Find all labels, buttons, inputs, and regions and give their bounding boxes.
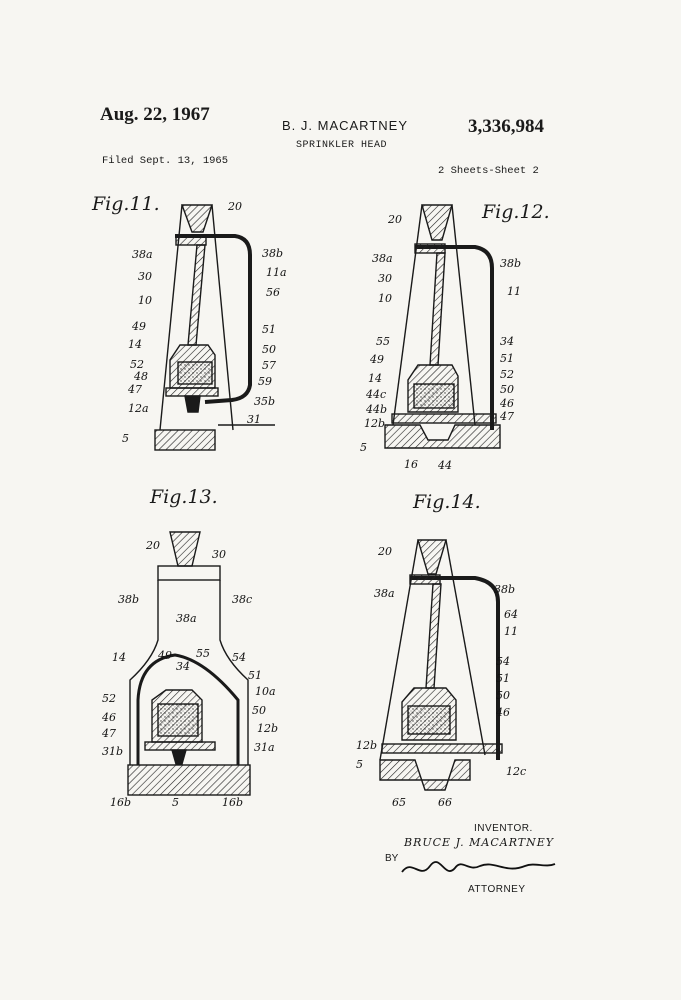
fig11-ref: 52 (130, 358, 144, 371)
inventor-heading: INVENTOR. (474, 823, 533, 834)
fig13-ref: 50 (252, 704, 266, 717)
fig11-ref: 38b (262, 247, 284, 260)
fig11-ref: 12a (128, 402, 149, 415)
fig14-ref: 51 (496, 672, 510, 685)
filed-date: Filed Sept. 13, 1965 (102, 155, 229, 167)
fig13-ref: 16b (222, 796, 244, 809)
fig11-ref: 5 (122, 432, 129, 445)
fig14-ref: 65 (392, 796, 406, 809)
fig13-ref: 31a (254, 741, 275, 754)
fig14-ref: 46 (496, 706, 510, 719)
fig12-ref: 46 (500, 397, 514, 410)
fig13-ref: 10a (255, 685, 276, 698)
fig11-ref: 30 (138, 270, 152, 283)
fig14-ref: 64 (504, 608, 518, 621)
fig12-ref: 44b (366, 403, 388, 416)
fig13-ref: 38c (232, 593, 253, 606)
fig12-ref: 11 (507, 285, 521, 298)
fig14-label: Fig.14. (413, 491, 481, 513)
fig12-ref: 12b (364, 417, 386, 430)
patent-number: 3,336,984 (468, 116, 544, 137)
fig14-ref: 50 (496, 689, 510, 702)
fig13-ref: 38a (176, 612, 197, 625)
fig11-ref: 56 (266, 286, 280, 299)
fig14-drawing (379, 539, 503, 791)
fig12-ref: 14 (368, 372, 382, 385)
fig13-ref: 16b (110, 796, 132, 809)
fig13-drawing (127, 531, 251, 796)
fig12-ref: 38a (372, 252, 393, 265)
fig11-ref: 47 (128, 383, 142, 396)
fig13-ref: 55 (196, 647, 210, 660)
fig14-ref: 38a (374, 587, 395, 600)
fig13-ref: 49 (158, 649, 172, 662)
fig13-ref: 14 (112, 651, 126, 664)
fig11-ref: 10 (138, 294, 152, 307)
fig11-ref: 49 (132, 320, 146, 333)
fig14-ref: 38b (494, 583, 516, 596)
fig11-ref: 50 (262, 343, 276, 356)
fig14-ref: 12c (506, 765, 527, 778)
fig14-ref: 20 (378, 545, 392, 558)
fig11-ref: 14 (128, 338, 142, 351)
fig13-ref: 31b (102, 745, 124, 758)
fig13-ref: 34 (176, 660, 190, 673)
fig12-ref: 55 (376, 335, 390, 348)
fig13-ref: 46 (102, 711, 116, 724)
fig14-ref: 66 (438, 796, 452, 809)
fig12-ref: 16 (404, 458, 418, 471)
fig13-ref: 30 (212, 548, 226, 561)
fig12-ref: 49 (370, 353, 384, 366)
signature-stroke (401, 861, 556, 873)
attorney-label: ATTORNEY (468, 884, 526, 895)
fig12-ref: 47 (500, 410, 514, 423)
sheet-number: 2 Sheets-Sheet 2 (438, 165, 539, 177)
fig11-label: Fig.11. (92, 193, 160, 215)
fig12-ref: 51 (500, 352, 514, 365)
fig12-ref: 44 (438, 459, 452, 472)
fig12-ref: 38b (500, 257, 522, 270)
fig11-ref: 20 (228, 200, 242, 213)
by-label: BY (385, 853, 399, 864)
fig13-ref: 5 (172, 796, 179, 809)
fig12-drawing (384, 204, 501, 449)
fig12-ref: 52 (500, 368, 514, 381)
fig13-ref: 51 (248, 669, 262, 682)
fig12-ref: 10 (378, 292, 392, 305)
fig14-ref: 12b (356, 739, 378, 752)
fig11-ref: 48 (134, 370, 148, 383)
fig11-ref: 59 (258, 375, 272, 388)
inventor-name: B. J. MACARTNEY (282, 118, 409, 133)
fig11-ref: 35b (254, 395, 276, 408)
fig13-ref: 47 (102, 727, 116, 740)
fig11-ref: 51 (262, 323, 276, 336)
fig14-ref: 11 (504, 625, 518, 638)
fig13-ref: 52 (102, 692, 116, 705)
fig11-ref: 57 (262, 359, 276, 372)
fig12-ref: 34 (500, 335, 514, 348)
patent-title: SPRINKLER HEAD (296, 140, 388, 151)
fig11-drawing (154, 204, 275, 451)
fig12-ref: 50 (500, 383, 514, 396)
fig12-label: Fig.12. (482, 201, 550, 223)
fig14-ref: 54 (496, 655, 510, 668)
fig13-ref: 38b (118, 593, 140, 606)
fig12-ref: 30 (378, 272, 392, 285)
patent-date: Aug. 22, 1967 (100, 104, 210, 125)
fig13-label: Fig.13. (150, 486, 218, 508)
inventor-signature-name: BRUCE J. MACARTNEY (404, 836, 555, 849)
fig12-ref: 20 (388, 213, 402, 226)
fig13-ref: 12b (257, 722, 279, 735)
fig13-ref: 20 (146, 539, 160, 552)
fig13-ref: 54 (232, 651, 246, 664)
fig12-ref: 5 (360, 441, 367, 454)
fig11-ref: 31 (247, 413, 261, 426)
fig12-ref: 44c (366, 388, 387, 401)
fig11-ref: 38a (132, 248, 153, 261)
fig14-ref: 5 (356, 758, 363, 771)
fig11-ref: 11a (266, 266, 287, 279)
